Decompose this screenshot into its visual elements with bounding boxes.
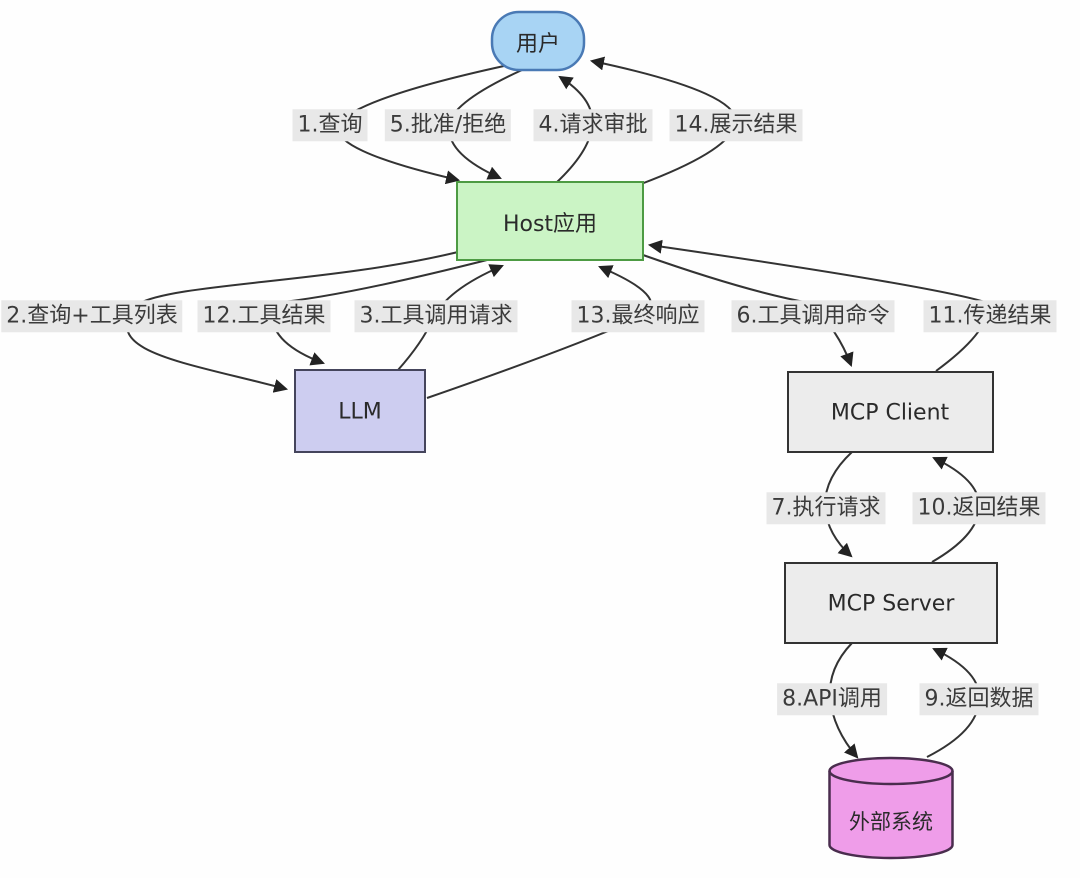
edge-label-5-approve-reject: 5.批准/拒绝	[384, 109, 512, 141]
external-system-cylinder	[828, 756, 954, 860]
edge-label-8-api-call: 8.API调用	[777, 683, 887, 715]
edge-label-7-execute-request: 7.执行请求	[766, 492, 886, 524]
edge-label-10-return-result: 10.返回结果	[912, 492, 1046, 524]
edge-label-3-tool-call-request: 3.工具调用请求	[354, 300, 518, 332]
edge-label-1-query: 1.查询	[292, 109, 368, 141]
edge-label-6-tool-call-command: 6.工具调用命令	[731, 300, 895, 332]
edge-label-4-request-approval: 4.请求审批	[533, 109, 653, 141]
edge-13-final-response	[426, 265, 653, 399]
mcp-server-node	[784, 562, 998, 644]
edge-label-13-final-response: 13.最终响应	[571, 300, 705, 332]
edge-label-12-tool-result: 12.工具结果	[197, 300, 331, 332]
host-app-node-label: Host应用	[502, 212, 598, 237]
edge-label-2-query-tools: 2.查询+工具列表	[1, 300, 183, 332]
edge-label-14-show-result: 14.展示结果	[669, 109, 803, 141]
edge-label-9-return-data: 9.返回数据	[919, 683, 1039, 715]
llm-node-label: LLM	[338, 399, 382, 425]
mcp-client-node-label: MCP Client	[830, 400, 950, 426]
host-app-node	[456, 181, 644, 261]
llm-node	[294, 369, 426, 453]
edge-label-11-pass-result: 11.传递结果	[923, 300, 1057, 332]
user-node	[490, 10, 586, 72]
external-system-node-label: 外部系统	[849, 810, 933, 834]
mcp-server-node-label: MCP Server	[827, 591, 955, 617]
edge-11-pass-result	[647, 239, 990, 372]
mcp-client-node	[787, 371, 994, 453]
user-node-label: 用户	[515, 32, 561, 57]
